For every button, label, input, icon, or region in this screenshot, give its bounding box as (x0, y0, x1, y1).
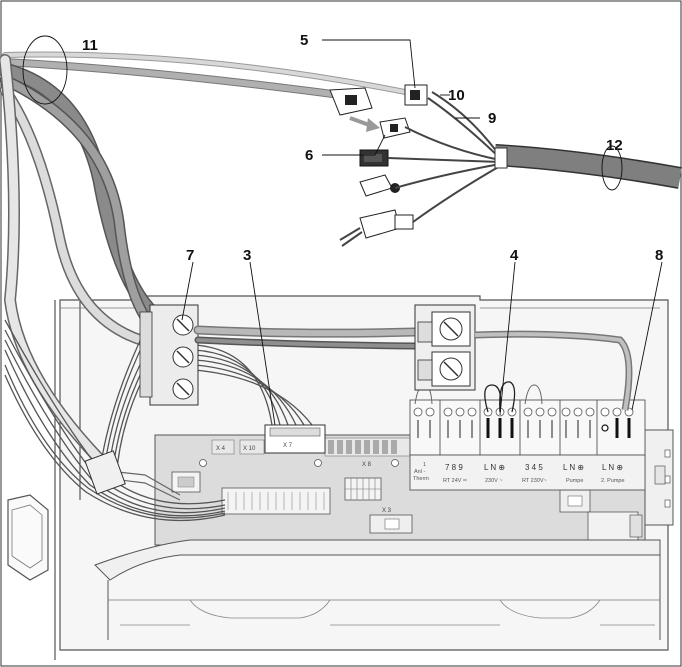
connector-x8 (324, 437, 411, 457)
callout-6: 6 (305, 147, 313, 164)
connector-x10 (239, 439, 265, 455)
callout-7: 7 (186, 247, 194, 264)
terminal-label-lnpe-2pumpe: L N ⊕ (602, 463, 623, 472)
cable-across (193, 325, 420, 350)
callout-10: 10 (448, 87, 465, 104)
callout-leaders (22, 35, 663, 426)
label-x3: X 3 (382, 508, 392, 514)
terminal-label-anl: 1 (423, 462, 426, 468)
label-x7: X 7 (283, 443, 293, 449)
label-x10: X 10 (243, 446, 256, 452)
terminal-sublabel-2pumpe: 2. Pumpe (601, 478, 625, 484)
terminal-label-lnpe-230v: L N ⊕ (484, 463, 505, 472)
terminal-label-lnpe-pumpe: L N ⊕ (563, 463, 584, 472)
terminal-sublabel-rt24v: RT 24V ═ (443, 478, 467, 484)
callout-12: 12 (606, 137, 623, 154)
callout-3: 3 (243, 247, 251, 264)
inline-connector-left (84, 450, 126, 495)
label-x4: X 4 (216, 446, 226, 452)
connector-x4 (211, 439, 235, 455)
terminal-sublabel-rt230v: RT 230V~ (522, 478, 547, 484)
callout-11: 11 (82, 37, 98, 54)
callout-9: 9 (488, 110, 496, 127)
label-x8: X 8 (362, 462, 372, 468)
cable-12 (494, 144, 682, 189)
wire-loop-4 (484, 384, 502, 413)
terminal-block-row: 1 Anl - Therm 7 8 9 RT 24V ═ L N ⊕ 230V … (409, 384, 646, 491)
callout-4: 4 (510, 247, 519, 264)
cable-clamp (414, 304, 476, 391)
connector-x7: X 7 (264, 424, 326, 454)
callout-8: 8 (655, 247, 663, 264)
terminal-sublabel-therm: Therm (413, 476, 429, 482)
grommet-7 (139, 304, 199, 406)
terminal-sublabel-230v: 230V ~ (485, 478, 503, 484)
connector-cluster (329, 84, 428, 239)
terminal-label-345: 3 4 5 (525, 463, 543, 472)
callout-5: 5 (300, 32, 308, 49)
wires-to-x7 (194, 344, 313, 426)
ribbon-connector (221, 487, 331, 515)
connector-wires (339, 91, 501, 247)
callouts: 11 5 10 9 6 12 7 3 4 8 (82, 32, 663, 264)
terminal-label-789: 7 8 9 (445, 463, 463, 472)
housing-lip (94, 539, 661, 640)
screw-terminals (413, 407, 634, 417)
terminal-sublabel-pumpe: Pumpe (566, 478, 583, 484)
terminal-sublabel-anl: Anl - (414, 469, 425, 475)
